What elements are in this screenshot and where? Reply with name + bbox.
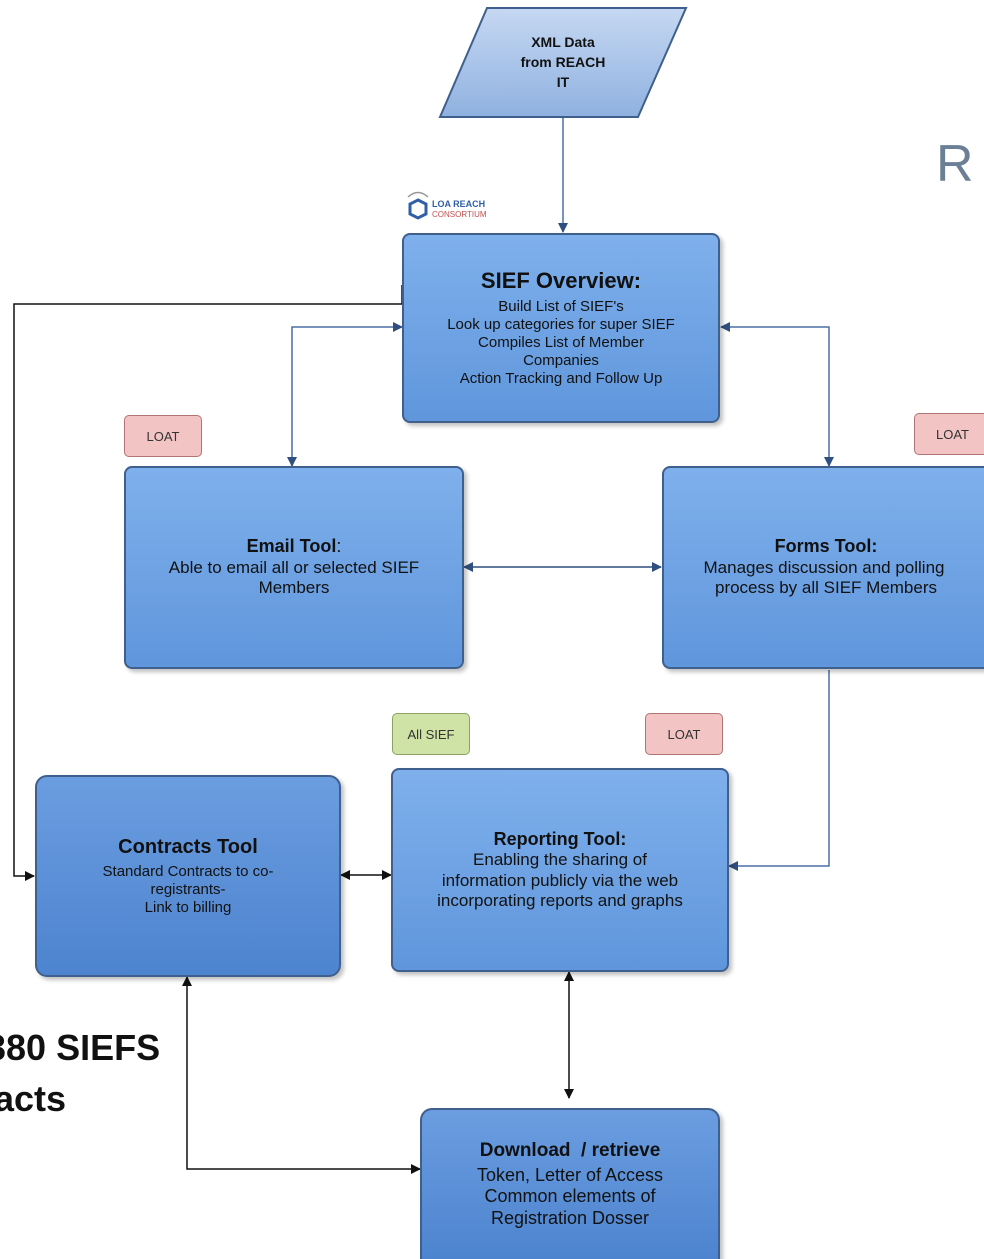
input-label-line-3: IT (557, 74, 570, 90)
overlay-text-line-2: acts (0, 1078, 67, 1119)
hexagon-icon (408, 198, 428, 220)
contracts-tool-line: registrants- (150, 881, 226, 898)
email-tool-title: Email Tool (246, 536, 337, 557)
input-label-line-1: XML Data (531, 34, 595, 50)
email-tool-line: Able to email all or selected SIEF (168, 557, 420, 577)
email-tool-title-colon: : (336, 536, 342, 557)
contracts-tool-title: Contracts Tool (118, 836, 258, 858)
download-line: Registration Dosser (490, 1207, 650, 1228)
logo-line-1: LOA REACH (432, 199, 485, 209)
corner-letter: R (936, 135, 974, 193)
download-title: Download / retrieve (479, 1139, 661, 1161)
input-label-line-2: from REACH (521, 54, 606, 70)
contracts-tool-box[interactable]: Contracts Tool Standard Contracts to co-… (35, 775, 341, 977)
reporting-tool-line: Enabling the sharing of (473, 850, 647, 870)
contracts-tool-line: Standard Contracts to co- (102, 863, 274, 880)
reporting-tool-box[interactable]: Reporting Tool: Enabling the sharing of … (391, 768, 729, 972)
sief-overview-title: SIEF Overview: (480, 267, 642, 293)
download-line: Common elements of (484, 1186, 656, 1207)
sief-overview-line: Build List of SIEF's (498, 298, 624, 316)
email-loat-tag: LOAT (124, 415, 202, 457)
sief-overview-line: Compiles List of Member (478, 334, 644, 352)
reporting-tool-line: information publicly via the web (441, 870, 679, 890)
forms-tool-box[interactable]: Forms Tool: Manages discussion and polli… (662, 466, 984, 669)
overlay-text-line-1: 380 SIEFS (0, 1027, 161, 1068)
forms-tool-title: Forms Tool: (774, 536, 878, 557)
sief-overview-line: Look up categories for super SIEF (447, 316, 675, 334)
download-box[interactable]: Download / retrieve Token, Letter of Acc… (420, 1108, 720, 1259)
forms-tool-line: Manages discussion and polling (703, 557, 945, 577)
forms-tool-line: process by all SIEF Members (714, 578, 937, 598)
contracts-tool-line: Link to billing (144, 899, 232, 916)
reporting-loat-tag: LOAT (645, 713, 723, 755)
sief-overview-box[interactable]: SIEF Overview: Build List of SIEF's Look… (402, 233, 720, 423)
input-parallelogram (438, 7, 688, 118)
connector-sief-email (287, 322, 403, 467)
connector-forms-reporting (728, 670, 830, 871)
forms-loat-tag: LOAT (914, 413, 984, 455)
consortium-logo: LOA REACH CONSORTIUM (407, 191, 487, 220)
connector-contracts-download (182, 976, 421, 1174)
download-line: Token, Letter of Access (476, 1164, 664, 1185)
email-tool-line: Members (258, 578, 330, 598)
reporting-tool-title: Reporting Tool: (493, 828, 627, 849)
email-tool-box[interactable]: Email Tool: Able to email all or selecte… (124, 466, 464, 669)
logo-line-2: CONSORTIUM (432, 210, 487, 219)
all-sief-tag: All SIEF (392, 713, 470, 755)
sief-overview-line: Action Tracking and Follow Up (459, 370, 663, 388)
reporting-tool-line: incorporating reports and graphs (437, 890, 683, 910)
connector-sief-forms (720, 322, 834, 467)
sief-overview-line: Companies (523, 352, 599, 370)
